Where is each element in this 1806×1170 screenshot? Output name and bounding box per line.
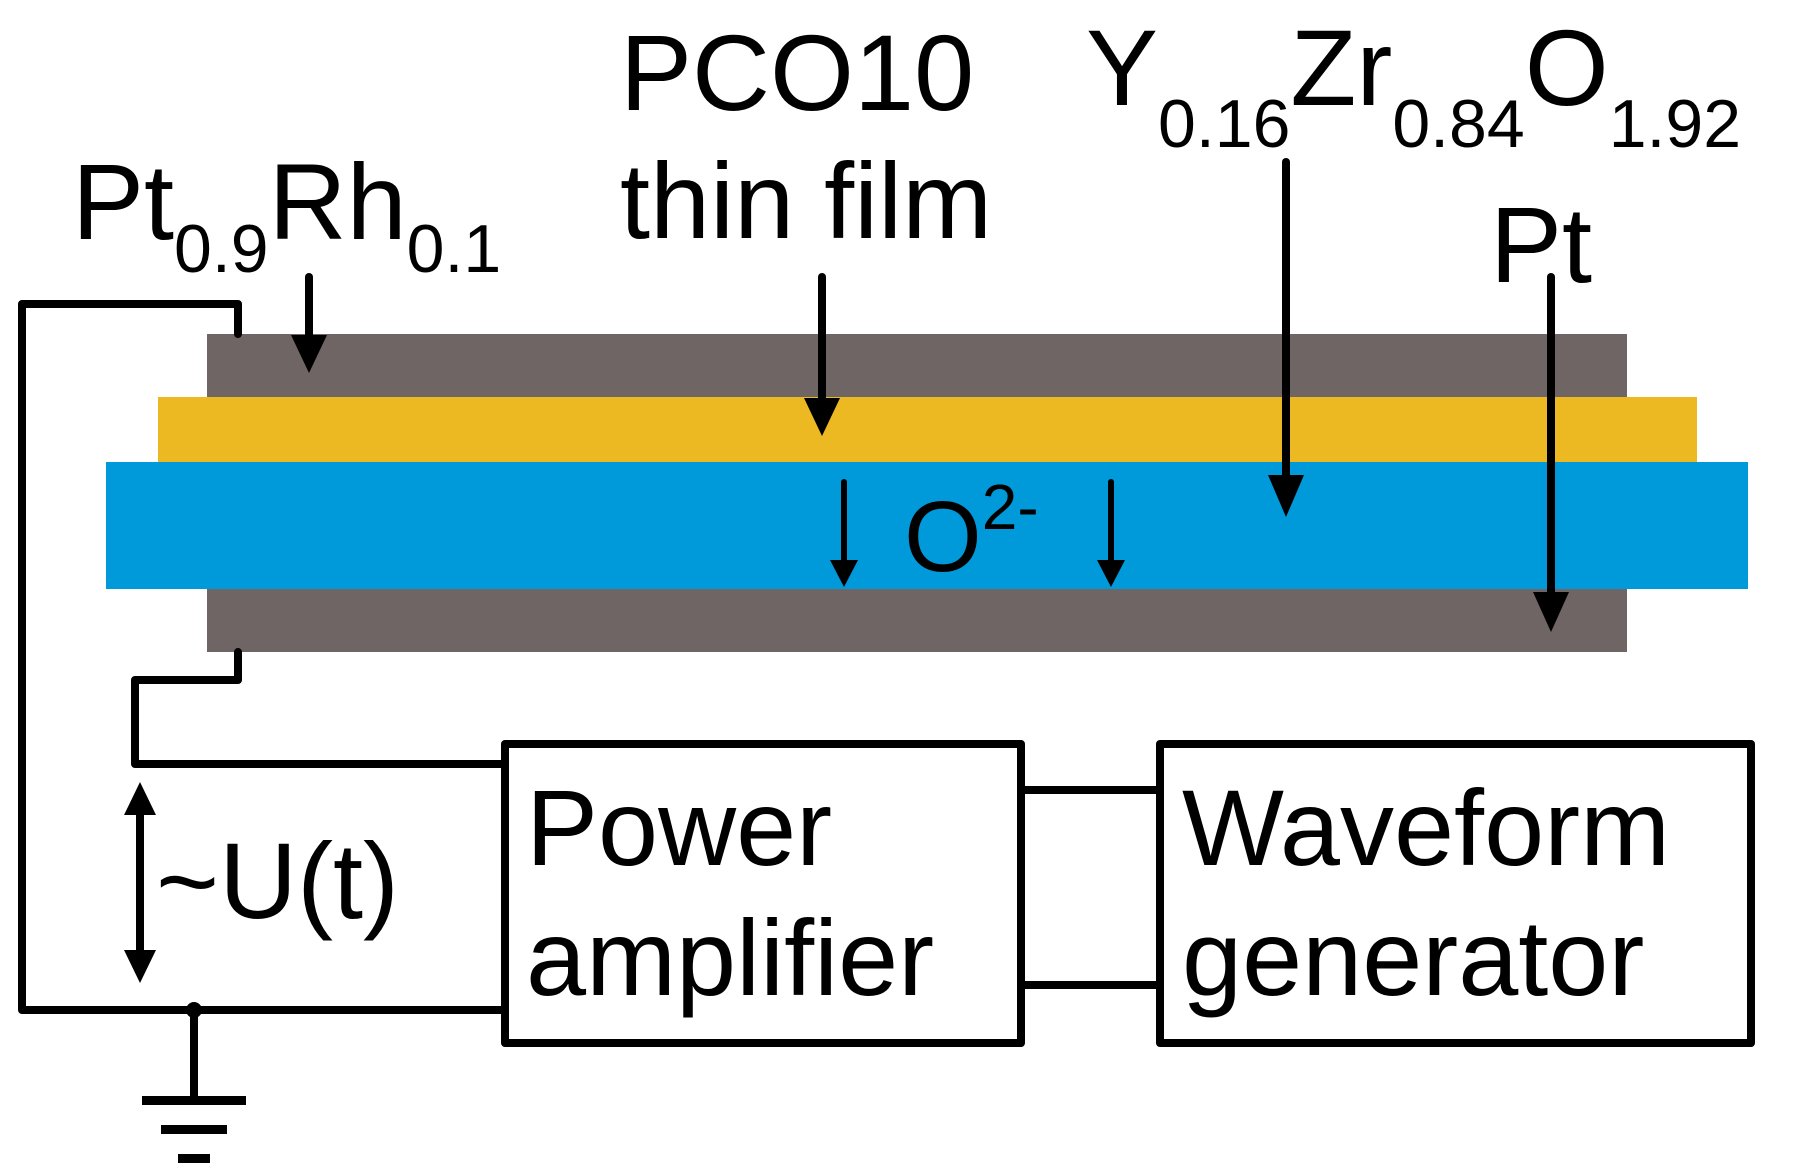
arrowhead-pt xyxy=(1533,592,1569,632)
arrowheads xyxy=(124,335,1569,983)
top-electrode-label: Pt xyxy=(1490,184,1592,305)
pointer-arrows xyxy=(136,158,1555,959)
voltage-label: ~U(t) xyxy=(156,820,399,941)
arrowhead-ysz xyxy=(1268,475,1304,517)
power-amplifier-label-line1: Power xyxy=(526,767,832,888)
power-amplifier-label-line2: amplifier xyxy=(526,897,934,1018)
waveform-generator-label-line1: Waveform xyxy=(1182,767,1670,888)
thin-film-label-line1: PCO10 xyxy=(620,12,974,133)
arrowhead-voltage-down xyxy=(124,950,156,983)
electrolyte-label: Y0.16Zr0.84O1.92 xyxy=(1086,7,1741,162)
top-electrode-layer xyxy=(207,334,1627,397)
ground-junction xyxy=(186,1002,202,1018)
wire-top-electrode xyxy=(18,300,509,1014)
arrowhead-ptrh xyxy=(291,335,327,373)
bottom-electrode-layer xyxy=(207,589,1627,652)
arrowhead-ion-right xyxy=(1097,560,1125,587)
waveform-generator-block xyxy=(1156,740,1755,1047)
arrowhead-thin-film xyxy=(804,398,840,436)
waveform-generator-label-line2: generator xyxy=(1182,897,1644,1018)
ground-icon xyxy=(142,1096,246,1163)
thin-film-layer xyxy=(158,397,1697,462)
circuit-wires xyxy=(18,300,1164,1104)
ion-label: O2- xyxy=(904,471,1039,593)
arrowhead-ion-left xyxy=(830,560,858,587)
wire-bottom-electrode xyxy=(131,648,509,768)
arrowhead-voltage-up xyxy=(124,782,156,815)
bottom-electrode-label: Pt0.9Rh0.1 xyxy=(72,141,501,287)
power-amplifier-block xyxy=(501,740,1025,1047)
electrolyte-layer xyxy=(106,462,1748,589)
thin-film-label-line2: thin film xyxy=(620,140,992,261)
